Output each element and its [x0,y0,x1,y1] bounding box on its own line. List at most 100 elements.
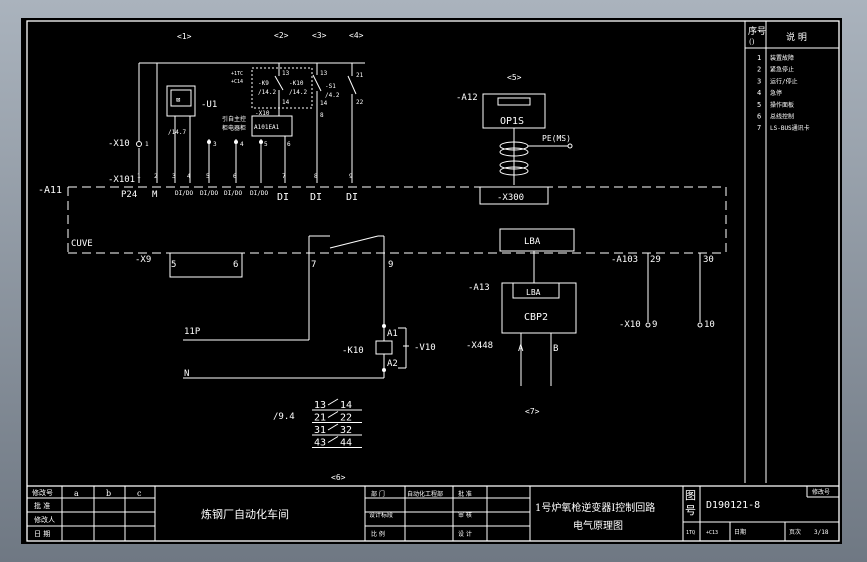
svg-text:日 期: 日 期 [34,530,50,538]
legend-col-num: 序号 [748,25,766,37]
a103-label: -A103 [611,255,638,265]
svg-text:审 核: 审 核 [458,511,472,519]
a12-label: -A12 [456,93,478,103]
svg-text:8: 8 [320,112,324,119]
svg-text:9: 9 [388,260,393,270]
legend-item-text: 急停 [770,89,782,97]
svg-text:DI: DI [310,192,322,203]
svg-text:3: 3 [213,141,217,148]
a2-label: A2 [387,359,398,369]
svg-text:b: b [106,489,111,498]
k9-label: -K9 [258,80,269,87]
contact-left: 43 [314,438,326,449]
a13-label: -A13 [468,283,490,293]
svg-text:部 门: 部 门 [371,490,385,498]
contact-right: 32 [340,425,352,436]
svg-text:21: 21 [356,72,364,79]
svg-text:13: 13 [320,70,328,77]
svg-text:6: 6 [233,173,237,180]
x101-label: -X101 [108,175,135,185]
k9-ref: /14.2 [258,89,276,96]
s1-ref: /4.2 [325,92,340,99]
module-3: <3> [312,31,327,40]
note-1: 引自主控 [222,115,246,123]
contacts-ref: /9.4 [273,412,295,422]
contact-right: 44 [340,438,352,449]
x10c-label: -X10 [619,320,641,330]
svg-text:5: 5 [206,173,210,180]
contact-left: 21 [314,413,326,424]
legend-item-no: 2 [757,66,761,74]
u1-label: -U1 [201,100,217,110]
cbp2-module[interactable]: -A13 LBA CBP2 -X448 A B [466,251,577,386]
a101-label: A101EA1 [254,124,280,131]
term-x10-1: 1 [145,141,149,148]
svg-text:13: 13 [282,70,290,77]
lba-label: LBA [524,237,541,247]
svg-text:DI/DO: DI/DO [200,190,218,197]
op1s-label: OP1S [500,116,524,127]
v10-label: -V10 [414,343,436,353]
contact-left: 31 [314,425,326,436]
legend-item-no: 1 [757,54,761,62]
svg-text:批 准: 批 准 [34,501,50,510]
svg-text:8: 8 [314,173,318,180]
n-label: N [184,369,189,379]
k10-ref: /14.2 [289,89,307,96]
top-wiring: -X10 1 ⊠ -U1 /14.7 3 4 5 引自主控 柜电器柜 +1TC … [108,62,365,203]
company-name: 炼钢厂自动化车间 [201,507,289,521]
op1s-panel[interactable]: -A12 OP1S PE(MS) -X300 [456,93,573,205]
svg-text:DI/DO: DI/DO [175,190,193,197]
legend-col-num2: () [749,38,755,46]
module-2: <2> [274,31,289,40]
svg-text:5: 5 [264,141,268,148]
11p-label: 11P [184,327,201,337]
k10-label: -K10 [289,80,304,87]
svg-text:5: 5 [171,260,176,270]
x448-label: -X448 [466,341,493,351]
svg-text:c: c [137,489,142,498]
svg-text:DI/DO: DI/DO [224,190,242,197]
legend-col-desc: 说 明 [786,31,807,43]
svg-text:14: 14 [320,100,328,107]
contact-arm [327,436,339,443]
svg-text:3/18: 3/18 [814,529,829,536]
svg-text:a: a [74,489,79,498]
a1-label: A1 [387,329,398,339]
temp-2: +C14 [231,79,243,85]
svg-text:4: 4 [240,141,244,148]
a11-inverter[interactable]: -A11 CUVE [38,185,727,254]
svg-text:DI/DO: DI/DO [250,190,268,197]
drawing-number: D190121-8 [706,500,760,511]
contact-arm [327,398,339,406]
m-label: M [152,190,158,200]
svg-text:2: 2 [154,173,158,180]
x300-label: -X300 [497,193,524,203]
module-5: <5> [507,73,522,82]
x10b-label: -X10 [255,110,270,117]
svg-text:修改号: 修改号 [812,488,830,496]
svg-text:22: 22 [356,99,364,106]
svg-text:9: 9 [652,320,657,330]
svg-text:7: 7 [282,173,286,180]
legend-item-text: 装置故障 [770,54,794,62]
contact-left: 13 [314,400,326,411]
s1-label: -S1 [325,83,336,90]
contact-right: 22 [340,413,352,424]
legend-item-no: 7 [757,124,761,132]
x10-label: -X10 [108,139,130,149]
k10-circuit: 11P A1 A2 -K10 -V10 N [183,235,436,379]
svg-text:14: 14 [282,99,290,106]
svg-text:比 例: 比 例 [371,530,385,538]
svg-text:DI: DI [346,192,358,203]
x10-terminals: -X10 9 10 [619,253,715,330]
legend-item-text: 紧急停止 [770,66,794,74]
svg-text:6: 6 [287,141,291,148]
svg-text:1TQ: 1TQ [686,530,695,536]
svg-text:批 准: 批 准 [458,490,472,498]
legend-item-no: 5 [757,101,761,109]
